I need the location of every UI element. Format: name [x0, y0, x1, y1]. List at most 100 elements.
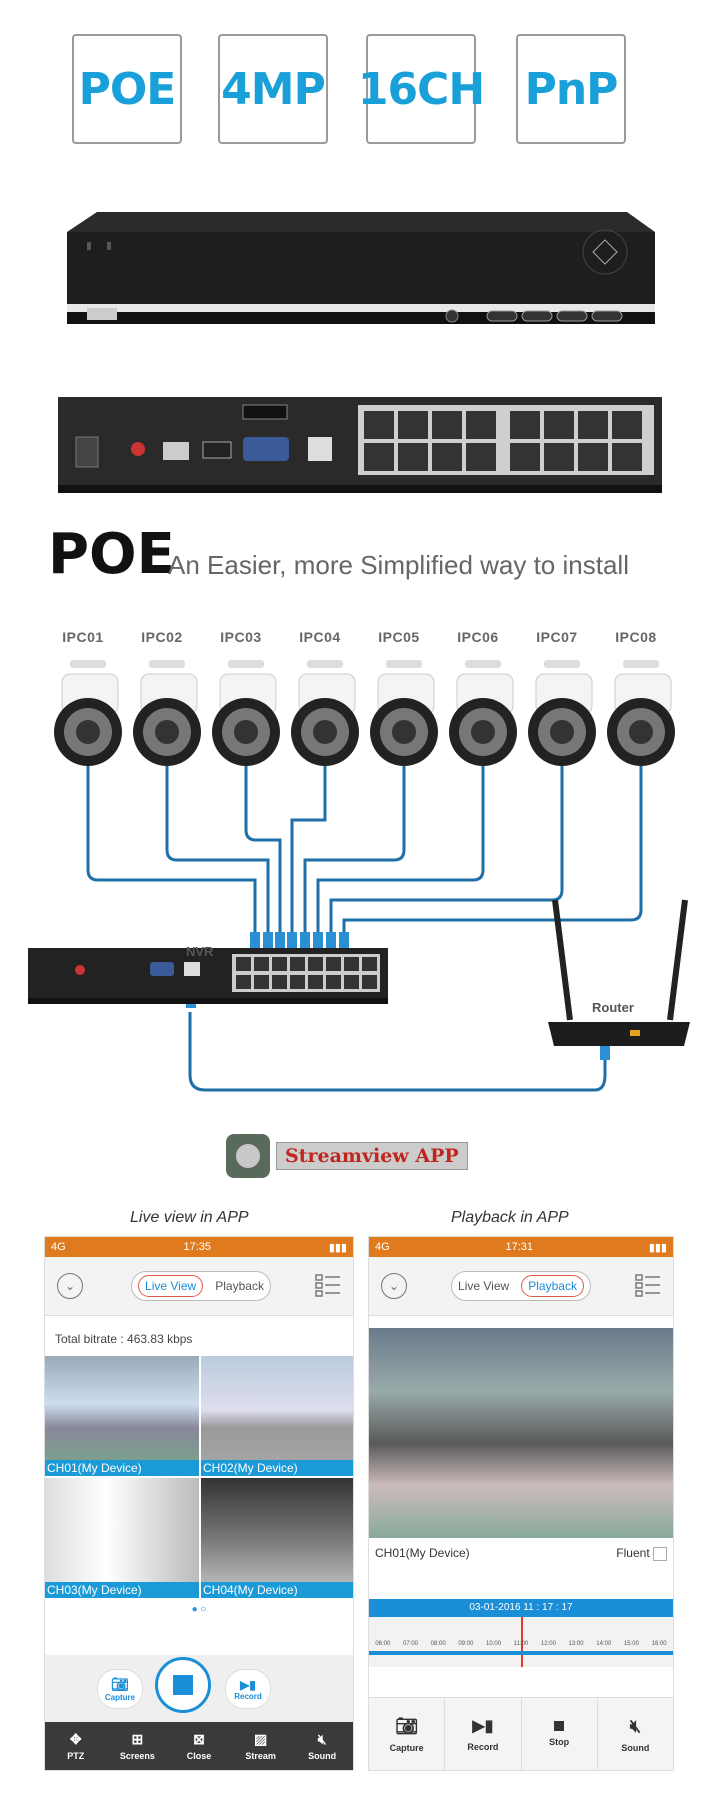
view-tabs: Live View Playback — [451, 1271, 591, 1301]
cameras-group — [54, 660, 675, 766]
top-bar: ⌄ Live View Playback — [45, 1257, 353, 1316]
tick-label: 07:00 — [403, 1641, 419, 1647]
tick-label: 10:00 — [486, 1641, 502, 1647]
tab-playback[interactable]: Playback — [215, 1279, 264, 1293]
screens-button[interactable]: ⊞ Screens — [107, 1722, 169, 1770]
poe-heading: POE — [48, 522, 175, 587]
tick-label: 06:00 — [375, 1641, 391, 1647]
router-label: Router — [592, 1000, 634, 1015]
tick-label: 09:00 — [458, 1641, 474, 1647]
close-button[interactable]: ⊠Close — [168, 1722, 230, 1770]
stop-live-button[interactable] — [155, 1657, 211, 1713]
live-controls: 📷︎ Capture ▶▮ Record — [45, 1655, 353, 1725]
router-device — [548, 899, 690, 1046]
tab-playback[interactable]: Playback — [521, 1275, 584, 1297]
channel-tile[interactable]: CH03(My Device) — [45, 1478, 199, 1598]
channel-tile[interactable]: CH04(My Device) — [201, 1478, 353, 1598]
app-logo-text: Streamview APP — [276, 1142, 468, 1170]
tick-label: 14:00 — [596, 1641, 612, 1647]
status-time: 17:31 — [505, 1241, 534, 1253]
video-camera-icon: ▶▮ — [240, 1677, 256, 1692]
record-button[interactable]: ▶▮Record — [445, 1698, 522, 1770]
tick-label: 16:00 — [651, 1641, 667, 1647]
tick-label: 15:00 — [623, 1641, 639, 1647]
mute-icon: 🔇︎ — [629, 1715, 642, 1736]
camera-label: IPC02 — [141, 629, 183, 645]
status-time: 17:35 — [183, 1241, 212, 1253]
channel-tile[interactable]: CH01(My Device) — [45, 1356, 199, 1476]
stop-label: Stop — [549, 1737, 570, 1747]
chevron-down-icon[interactable]: ⌄ — [381, 1273, 407, 1299]
app-icon — [226, 1134, 270, 1178]
network-indicator: 4G — [375, 1241, 390, 1253]
stop-icon — [173, 1675, 193, 1695]
stop-button[interactable]: Stop — [522, 1698, 598, 1770]
playback-phone: 4G 17:31 ▮▮▮ ⌄ Live View Playback CH01(M… — [368, 1236, 674, 1771]
playback-timeline[interactable]: 03-01-2016 11 : 17 : 17 06:00 07:00 08:0… — [369, 1599, 673, 1669]
mute-icon: 🔇︎ — [317, 1731, 327, 1747]
battery-icon: ▮▮▮ — [648, 1241, 667, 1254]
channel-caption: CH04(My Device) — [201, 1582, 353, 1598]
sound-button[interactable]: 🔇︎ Sound — [598, 1698, 673, 1770]
tick-label: 08:00 — [430, 1641, 446, 1647]
channel-tile[interactable]: CH02(My Device) — [201, 1356, 353, 1476]
streamview-app-logo: Streamview APP — [226, 1131, 478, 1181]
ptz-label: PTZ — [67, 1751, 85, 1761]
channel-caption: CH02(My Device) — [201, 1460, 353, 1476]
sound-label: Sound — [308, 1751, 337, 1761]
record-label: Record — [234, 1691, 262, 1701]
poe-subheading: An Easier, more Simplified way to instal… — [168, 550, 629, 580]
playback-channel: CH01(My Device) — [375, 1546, 470, 1560]
network-indicator: 4G — [51, 1241, 66, 1253]
nvr-front-image — [67, 212, 655, 324]
badge-poe: POE — [72, 34, 182, 144]
tab-live-view[interactable]: Live View — [458, 1279, 510, 1293]
device-list-icon[interactable] — [635, 1273, 661, 1297]
ptz-icon: ✥ — [69, 1731, 82, 1747]
nvr-back-image — [58, 397, 662, 493]
capture-button[interactable]: 📷︎ Capture — [97, 1669, 143, 1709]
device-list-icon[interactable] — [315, 1273, 341, 1297]
stream-button[interactable]: ▨Stream — [230, 1722, 292, 1770]
sound-button[interactable]: 🔇︎ Sound — [291, 1722, 353, 1770]
camera-icon: 📷︎ — [395, 1715, 419, 1736]
capture-button[interactable]: 📷︎ Capture — [369, 1698, 446, 1770]
timeline-timestamp: 03-01-2016 11 : 17 : 17 — [369, 1599, 673, 1617]
channel-caption: CH01(My Device) — [45, 1460, 199, 1476]
timeline-cursor[interactable] — [521, 1617, 523, 1667]
camera-label: IPC01 — [62, 629, 104, 645]
tick-label: 12:00 — [540, 1641, 556, 1647]
timeline-track[interactable]: 06:00 07:00 08:00 09:00 10:00 11:00 12:0… — [369, 1617, 673, 1667]
tick-label: 11:00 — [513, 1641, 529, 1647]
record-button[interactable]: ▶▮ Record — [225, 1669, 271, 1709]
live-bottom-bar: ✥ PTZ ⊞ Screens ⊠Close ▨Stream 🔇︎ Sound — [45, 1722, 353, 1770]
status-bar: 4G 17:31 ▮▮▮ — [369, 1237, 673, 1257]
stream-icon: ▨ — [253, 1731, 268, 1747]
live-view-phone: 4G 17:35 ▮▮▮ ⌄ Live View Playback Total … — [44, 1236, 354, 1771]
camera-label: IPC06 — [457, 629, 499, 645]
playback-info-row: CH01(My Device) Fluent — [369, 1538, 673, 1569]
screens-label: Screens — [119, 1751, 155, 1761]
capture-label: Capture — [389, 1742, 424, 1753]
top-bar: ⌄ Live View Playback — [369, 1257, 673, 1316]
tab-live-view[interactable]: Live View — [138, 1275, 204, 1297]
record-label: Record — [467, 1742, 499, 1752]
capture-label: Capture — [104, 1693, 136, 1702]
live-view-caption: Live view in APP — [130, 1209, 249, 1226]
ptz-button[interactable]: ✥ PTZ — [45, 1722, 107, 1770]
status-bar: 4G 17:35 ▮▮▮ — [45, 1237, 353, 1257]
timeline-ticks: 06:00 07:00 08:00 09:00 10:00 11:00 12:0… — [369, 1641, 673, 1647]
sound-label: Sound — [621, 1742, 650, 1753]
camera-label: IPC04 — [299, 629, 341, 645]
badge-4mp: 4MP — [218, 34, 328, 144]
channel-caption: CH03(My Device) — [45, 1582, 199, 1598]
quality-toggle[interactable]: Fluent — [616, 1546, 667, 1561]
playback-video[interactable] — [369, 1328, 673, 1538]
timeline-bar — [369, 1651, 673, 1655]
page-indicator: ● ○ — [191, 1604, 207, 1615]
badge-pnp: PnP — [516, 34, 626, 144]
close-label: Close — [186, 1751, 212, 1761]
nvr-label: NVR — [186, 944, 214, 959]
chevron-down-icon[interactable]: ⌄ — [57, 1273, 83, 1299]
grid-icon: ⊞ — [131, 1731, 144, 1747]
